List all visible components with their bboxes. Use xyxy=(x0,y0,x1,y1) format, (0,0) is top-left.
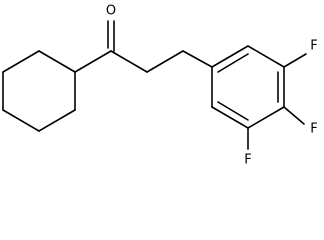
chemical-structure-diagram: O F F F xyxy=(2,4,318,168)
carbonyl-double-bond xyxy=(107,20,115,52)
fluorine-bonds xyxy=(247,53,307,150)
propanone-chain xyxy=(74,50,213,73)
trifluorophenyl-ring xyxy=(211,45,285,129)
fluorine-label-bottom: F xyxy=(244,153,251,168)
fluorine-label-middle: F xyxy=(310,122,317,137)
fluorine-label-top: F xyxy=(310,39,317,54)
oxygen-label: O xyxy=(106,4,116,19)
cyclohexyl-ring xyxy=(2,50,76,132)
